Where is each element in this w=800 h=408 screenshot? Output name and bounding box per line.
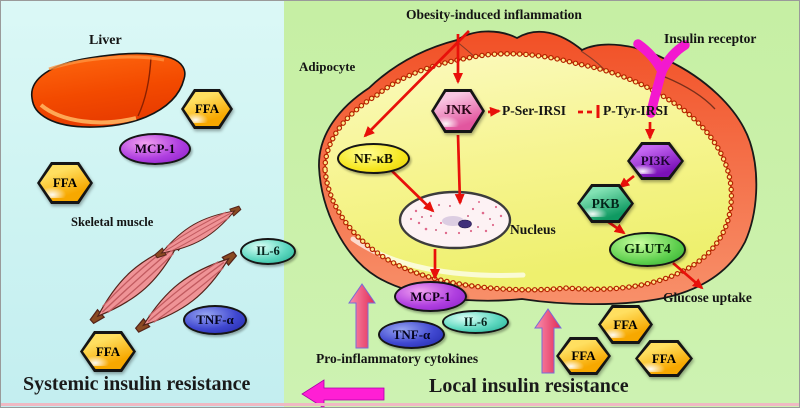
nucleus-illustration [398, 190, 512, 250]
skeletal-muscle-illustration [89, 203, 242, 335]
tnfa-ellipse-local: TNF-α [378, 320, 445, 349]
p-ser-irsi-label: P-Ser-IRSI [502, 103, 566, 118]
up-arrow-ffa [534, 308, 562, 374]
ffa-hexagon-left: FFA [37, 162, 93, 204]
jnk-hexagon: JNK [431, 89, 485, 133]
arrow-nfkb-to-nucleus [389, 168, 435, 213]
up-arrow-cytokines [348, 283, 376, 349]
arrow-jnk-to-pser [487, 106, 501, 117]
nucleolus [458, 219, 472, 229]
tnfa-ellipse-systemic: TNF-α [183, 305, 247, 335]
mcp1-ellipse-systemic: MCP-1 [119, 133, 191, 165]
liver-illustration [31, 52, 186, 128]
mcp1-ellipse-local: MCP-1 [394, 281, 467, 312]
left-arrow-local-to-systemic [301, 379, 385, 407]
arrow-pi3k-to-pkb [618, 174, 635, 189]
pi3k-hexagon: PI3K [627, 142, 684, 180]
obesity-inflammation-label: Obesity-induced inflammation [406, 7, 582, 22]
ffa-hexagon-adipo-left: FFA [556, 337, 611, 375]
local-title: Local insulin resistance [429, 375, 629, 397]
ffa-hexagon-liver: FFA [181, 89, 233, 129]
block-arrows [301, 283, 562, 407]
arrow-inflammation-to-nfkb [363, 30, 470, 138]
il6-ellipse-local: IL-6 [442, 310, 509, 334]
glut4-ellipse: GLUT4 [609, 232, 686, 267]
insulin-receptor-label: Insulin receptor [664, 31, 757, 46]
pro-inflammatory-label: Pro-inflammatory cytokines [316, 351, 479, 366]
arrow-glut4-to-glucose [672, 261, 704, 290]
arrow-pkb-to-glut4 [606, 219, 626, 235]
il6-ellipse-systemic: IL-6 [240, 238, 296, 265]
ffa-hexagon-adipo-top: FFA [598, 305, 653, 344]
p-tyr-irsi-label: P-Tyr-IRSI [603, 103, 669, 118]
pkb-hexagon: PKB [577, 184, 634, 223]
nfkb-ellipse: NF-κB [337, 143, 410, 174]
figure-bottom-edge [1, 403, 799, 406]
glucose-uptake-label: Glucose uptake [663, 290, 752, 305]
ffa-hexagon-adipo-right: FFA [635, 340, 693, 377]
skeletal-muscle-label: Skeletal muscle [71, 215, 154, 229]
systemic-title: Systemic insulin resistance [23, 373, 251, 395]
adipocyte-label: Adipocyte [299, 59, 356, 74]
insulin-receptor-icon [633, 39, 690, 118]
nucleus-label: Nucleus [510, 222, 556, 237]
ffa-hexagon-muscle: FFA [80, 331, 136, 372]
arrow-jnk-to-nucleus [454, 134, 465, 205]
signal-arrows [363, 30, 704, 290]
liver-label: Liver [89, 33, 122, 48]
